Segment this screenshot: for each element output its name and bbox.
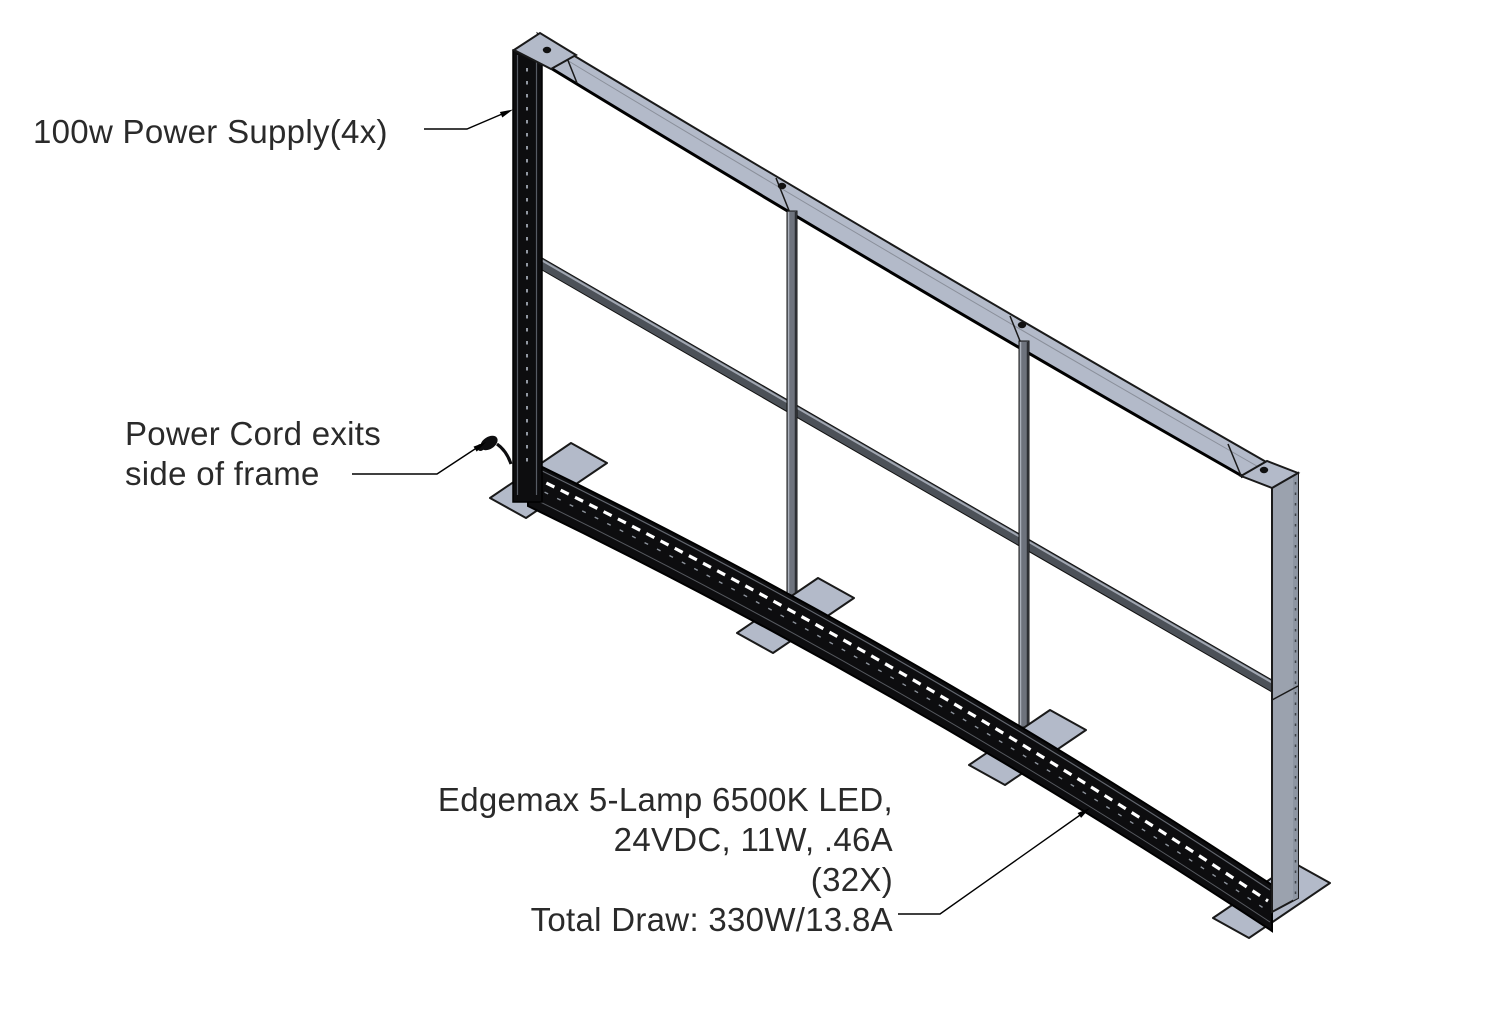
top-rail-face-line	[541, 44, 1263, 470]
power-cord	[477, 435, 513, 465]
leader-power-cord	[352, 446, 479, 475]
power-cord-wire	[496, 442, 513, 465]
callout-leaders	[352, 109, 1090, 915]
leader-power-supply	[424, 110, 509, 130]
power-supply-hole	[1017, 321, 1027, 329]
callout-led-spec-line-2: 24VDC, 11W, .46A	[613, 821, 893, 858]
left-post	[512, 31, 578, 503]
power-cord-plug	[480, 435, 498, 451]
leader-power-supply-arrowhead	[499, 109, 513, 118]
top-rail-joint-line	[1227, 443, 1243, 479]
mullion-1	[786, 210, 798, 598]
power-supply-hole	[542, 46, 552, 54]
top-rail-joint-line	[775, 177, 791, 214]
callout-led-spec-line-1: Edgemax 5-Lamp 6500K LED,	[437, 781, 893, 818]
callout-power-cord-line-1: Power Cord exits	[125, 415, 382, 452]
callout-power-cord-line-2: side of frame	[125, 455, 320, 492]
callout-led-spec-line-3: (32X)	[810, 861, 893, 898]
callout-power-supply-label: 100w Power Supply(4x)	[33, 113, 388, 150]
callout-power-cord-label: Power Cord exits side of frame	[125, 414, 381, 494]
right-post-top-cap	[1238, 459, 1301, 490]
leader-power-cord-arrowhead	[473, 442, 486, 452]
leader-led-spec	[898, 812, 1084, 915]
callout-led-spec-label: Edgemax 5-Lamp 6500K LED, 24VDC, 11W, .4…	[363, 780, 893, 940]
bottom-rail	[527, 458, 1273, 933]
top-rail-bottom-edge	[548, 65, 1243, 478]
led-lamp-strip	[531, 474, 1269, 903]
bottom-rail-inner-line-top	[529, 464, 1271, 891]
mid-rail-highlight	[529, 252, 1273, 684]
mullion-2	[1018, 340, 1030, 728]
mid-rail	[529, 250, 1273, 693]
bottom-rail-inner-line-bottom	[529, 496, 1271, 923]
power-supply-hole	[777, 182, 787, 190]
callout-led-spec-line-4: Total Draw: 330W/13.8A	[530, 901, 893, 938]
leader-led-spec-arrowhead	[1077, 808, 1090, 818]
power-supply-hole	[1259, 466, 1269, 474]
bottom-rail-band	[527, 458, 1273, 933]
right-post-joint-line	[1271, 685, 1299, 701]
right-post	[1238, 459, 1301, 914]
top-rail	[536, 31, 1271, 479]
